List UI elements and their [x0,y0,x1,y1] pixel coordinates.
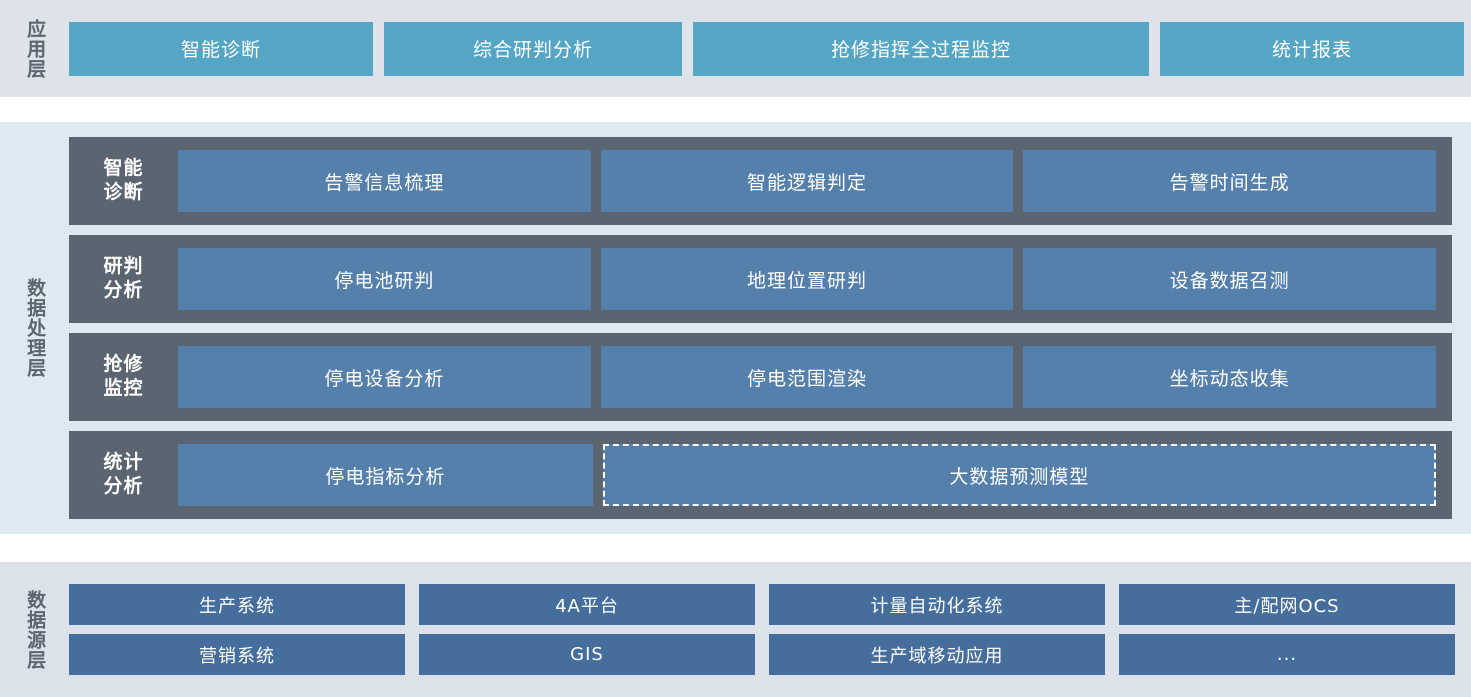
process-cell-outage-scope-rendering[interactable]: 停电范围渲染 [600,346,1014,408]
source-card-more[interactable]: ... [1119,634,1455,675]
process-cell-outage-device-analysis[interactable]: 停电设备分析 [178,346,591,408]
data-processing-layer-section: 数据处理层 智能 诊断 告警信息梳理 智能逻辑判定 告警时间生成 研判 分析 停… [0,122,1471,534]
process-row-statistical-analysis: 统计 分析 停电指标分析 大数据预测模型 [69,431,1452,519]
process-cell-intelligent-logic-judgement[interactable]: 智能逻辑判定 [600,150,1014,212]
process-row-cells: 停电池研判 地理位置研判 设备数据召测 [178,248,1437,310]
process-row-cells: 告警信息梳理 智能逻辑判定 告警时间生成 [178,150,1437,212]
data-source-layer-label: 数据源层 [24,589,47,670]
process-cell-coordinate-dynamic-collection[interactable]: 坐标动态收集 [1023,346,1437,408]
process-row-label: 抢修 监控 [103,353,144,399]
process-row-label: 统计 分析 [103,451,144,497]
application-layer-section: 应用层 智能诊断 综合研判分析 抢修指挥全过程监控 统计报表 [0,0,1471,97]
process-row-cells: 停电设备分析 停电范围渲染 坐标动态收集 [178,346,1437,408]
app-card-repair-monitoring[interactable]: 抢修指挥全过程监控 [693,21,1149,76]
app-card-comprehensive-analysis[interactable]: 综合研判分析 [384,21,682,76]
data-source-layer-section: 数据源层 生产系统 4A平台 计量自动化系统 主/配网OCS 营销系统 GIS … [0,562,1471,697]
process-cell-outage-pool-analysis[interactable]: 停电池研判 [178,248,591,310]
data-source-row: 营销系统 GIS 生产域移动应用 ... [69,634,1455,675]
source-card-4a-platform[interactable]: 4A平台 [419,584,755,625]
process-row-cells: 停电指标分析 大数据预测模型 [178,444,1436,506]
data-processing-rows: 智能 诊断 告警信息梳理 智能逻辑判定 告警时间生成 研判 分析 停电池研判 地… [69,122,1471,534]
process-row-intelligent-diagnosis: 智能 诊断 告警信息梳理 智能逻辑判定 告警时间生成 [69,137,1452,225]
source-card-production-system[interactable]: 生产系统 [69,584,405,625]
app-card-statistical-report[interactable]: 统计报表 [1160,21,1464,76]
process-row-repair-monitoring: 抢修 监控 停电设备分析 停电范围渲染 坐标动态收集 [69,333,1452,421]
data-processing-layer-label: 数据处理层 [24,278,47,378]
process-row-label: 智能 诊断 [103,157,144,203]
application-layer-label: 应用层 [24,18,47,79]
data-source-rows: 生产系统 4A平台 计量自动化系统 主/配网OCS 营销系统 GIS 生产域移动… [69,562,1471,697]
process-row-label: 研判 分析 [103,255,144,301]
source-card-production-mobile-app[interactable]: 生产域移动应用 [769,634,1105,675]
application-layer-cards: 智能诊断 综合研判分析 抢修指挥全过程监控 统计报表 [69,0,1471,97]
process-cell-big-data-prediction-model[interactable]: 大数据预测模型 [602,444,1436,506]
process-cell-alarm-time-generation[interactable]: 告警时间生成 [1023,150,1437,212]
app-card-intelligent-diagnosis[interactable]: 智能诊断 [69,21,373,76]
process-cell-device-data-polling[interactable]: 设备数据召测 [1023,248,1437,310]
process-cell-alarm-info-sorting[interactable]: 告警信息梳理 [178,150,591,212]
source-card-marketing-system[interactable]: 营销系统 [69,634,405,675]
source-card-main-distribution-ocs[interactable]: 主/配网OCS [1119,584,1455,625]
process-row-analysis: 研判 分析 停电池研判 地理位置研判 设备数据召测 [69,235,1452,323]
process-cell-outage-index-analysis[interactable]: 停电指标分析 [178,444,593,506]
data-source-row: 生产系统 4A平台 计量自动化系统 主/配网OCS [69,584,1455,625]
source-card-metering-automation-system[interactable]: 计量自动化系统 [769,584,1105,625]
source-card-gis[interactable]: GIS [419,634,755,675]
process-cell-geographic-location-analysis[interactable]: 地理位置研判 [600,248,1014,310]
